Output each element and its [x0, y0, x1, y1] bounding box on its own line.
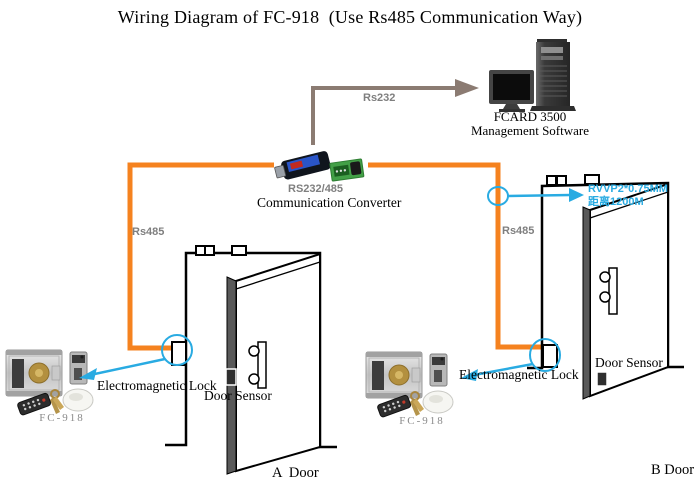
rs485-right-label: Rs485 — [502, 225, 535, 237]
door-b-edge — [582, 206, 591, 400]
fc918-kit-left — [5, 349, 94, 417]
door-b-drawing — [527, 174, 684, 400]
rs485-left-label: Rs485 — [132, 226, 165, 238]
door-a-drawing — [165, 245, 337, 475]
door-a-lock-label: Electromagnetic Lock — [97, 378, 217, 393]
door-b-name: B Door — [651, 462, 695, 478]
rs232-connection — [311, 79, 479, 152]
computer-caption-line2: Management Software — [470, 123, 590, 138]
door-a-sensor-icon — [257, 341, 267, 389]
annotation-left-lock — [79, 334, 193, 380]
fc918-kit-right — [365, 351, 454, 419]
door-b-sensor-magnet-icon — [596, 371, 608, 387]
door-a-lock-icon — [171, 341, 187, 366]
cable-note-line1: RVVP2*0.75MM — [588, 183, 668, 195]
door-b-sensor-icon — [608, 267, 618, 315]
fc918-left-label: FC-918 — [39, 412, 85, 424]
door-b-sensor-label: Door Sensor — [595, 355, 663, 370]
computer-caption-line1: FCARD 3500 — [493, 109, 567, 124]
cable-note-line2: 距离1200M — [588, 196, 644, 208]
door-b-lock-icon — [542, 344, 558, 368]
rs232-arrowhead — [455, 79, 479, 97]
converter-icon — [274, 145, 368, 187]
converter-model-label: RS232/485 — [288, 183, 344, 195]
diagram-title: Wiring Diagram of FC-918 (Use Rs485 Comm… — [117, 7, 583, 27]
door-a-panel — [235, 252, 321, 473]
door-a-name: A Door — [272, 465, 319, 481]
converter-name-label: Communication Converter — [257, 195, 402, 210]
rs232-label: Rs232 — [363, 92, 396, 104]
door-b-lock-label: Electromagnetic Lock — [459, 367, 579, 382]
annotation-cable — [487, 186, 584, 206]
computer-icon — [489, 39, 576, 112]
door-a-sensor-label: Door Sensor — [204, 388, 272, 403]
door-a-sensor-magnet-icon — [225, 368, 237, 386]
annotation-right-lock — [461, 338, 561, 381]
fc918-right-label: FC-918 — [399, 415, 445, 427]
